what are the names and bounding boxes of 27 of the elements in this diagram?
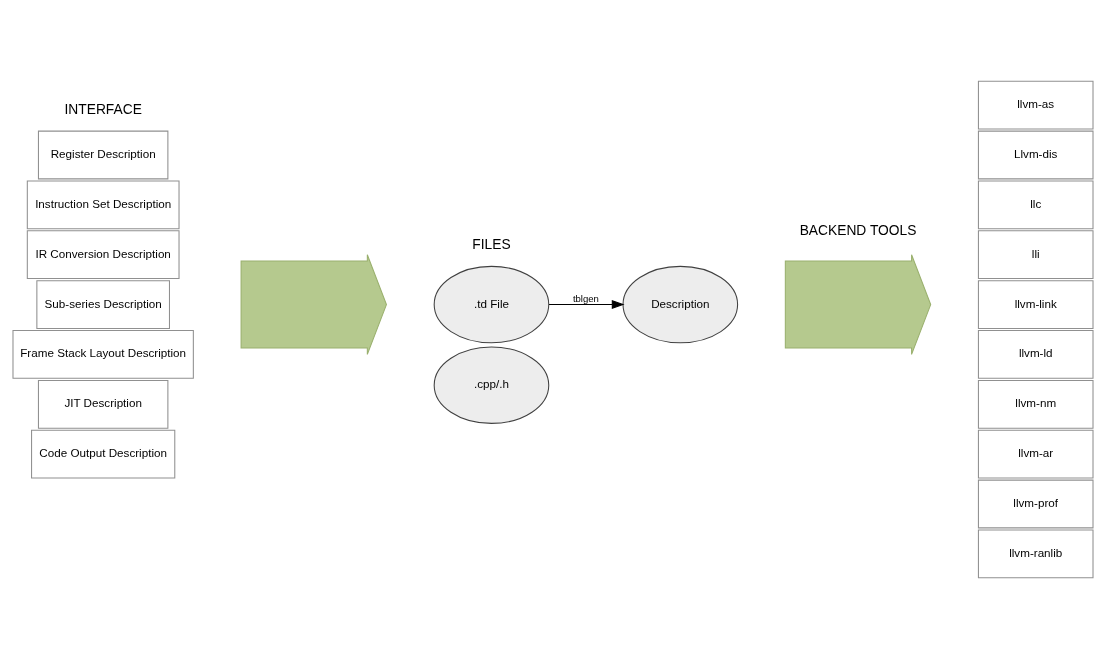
edge-label: tblgen — [572, 292, 599, 304]
node-box: lli — [977, 229, 1094, 279]
label: INTERFACE — [64, 101, 142, 117]
node-box: llvm-ar — [977, 429, 1094, 479]
node-box: Code Output Description — [31, 429, 176, 479]
node-box: llvm-nm — [977, 379, 1094, 429]
node-box: Frame Stack Layout Description — [12, 329, 194, 379]
node-box: Sub-series Description — [36, 279, 170, 329]
node-ellipse: .td File — [433, 265, 550, 343]
node-box: llvm-ld — [977, 329, 1094, 379]
label: FILES — [472, 236, 511, 252]
label: BACKEND TOOLS — [799, 222, 917, 238]
arrow — [548, 299, 625, 309]
node-box: llvm-ranlib — [977, 529, 1094, 578]
node-box: Llvm-dis — [977, 130, 1094, 179]
node-box: IR Conversion Description — [26, 229, 180, 279]
node-arrow — [784, 253, 932, 355]
node-box: llvm-prof — [977, 479, 1094, 528]
node-arrow — [240, 253, 387, 355]
node-ellipse: Description — [622, 265, 739, 343]
node-box: llc — [977, 179, 1094, 229]
node-box: JIT Description — [37, 379, 169, 429]
node-box: Instruction Set Description — [26, 179, 180, 229]
node-box: Register Description — [37, 130, 169, 179]
node-box: llvm-link — [977, 279, 1094, 329]
node-box: llvm-as — [977, 80, 1094, 129]
node-ellipse: .cpp/.h — [433, 346, 550, 424]
